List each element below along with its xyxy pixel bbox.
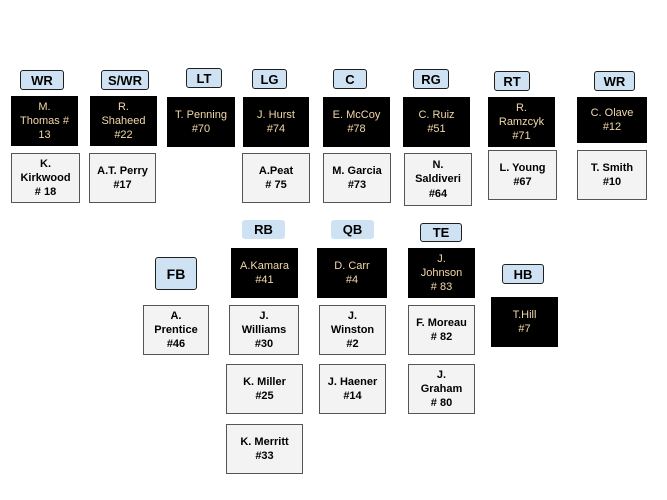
position-tag-slot-wr: S/WR <box>101 70 149 90</box>
position-tag-lg: LG <box>252 69 287 89</box>
player-label: K.Kirkwood# 18 <box>20 157 71 199</box>
position-tag-c: C <box>333 69 367 89</box>
position-tag-qb: QB <box>331 220 374 239</box>
starter-card-lt: T. Penning#70 <box>167 97 235 147</box>
backup-card-te-3: J.Graham# 80 <box>408 364 475 414</box>
position-tag-fb: FB <box>155 257 197 290</box>
backup-card-rg: N.Saldiveri#64 <box>404 153 472 206</box>
starter-card-qb: D. Carr#4 <box>317 248 387 298</box>
player-label: J.Johnson# 83 <box>420 252 463 294</box>
player-label: J.Williams#30 <box>241 309 287 351</box>
position-tag-lt: LT <box>186 68 222 88</box>
player-label: A.T. Perry#17 <box>97 164 148 191</box>
player-label: R.Shaheed#22 <box>101 100 146 142</box>
player-label: A.Prentice#46 <box>154 309 198 351</box>
player-label: A.Kamara#41 <box>240 259 289 286</box>
starter-card-wr-right: C. Olave#12 <box>577 97 647 143</box>
player-label: J.Winston#2 <box>330 309 375 351</box>
player-label: D. Carr#4 <box>334 259 370 286</box>
backup-card-slot-wr: A.T. Perry#17 <box>89 153 156 203</box>
starter-card-rg: C. Ruiz#51 <box>403 97 470 147</box>
backup-card-fb: A.Prentice#46 <box>143 305 209 355</box>
backup-card-te-2: F. Moreau# 82 <box>408 305 475 355</box>
player-label: L. Young#67 <box>499 161 546 188</box>
position-tag-rg: RG <box>413 69 449 89</box>
backup-card-rb-2: J.Williams#30 <box>229 305 299 355</box>
starter-card-hb: T.Hill#7 <box>491 297 558 347</box>
player-label: F. Moreau# 82 <box>416 316 467 343</box>
player-label: A.Peat# 75 <box>258 164 294 191</box>
player-label: J. Hurst#74 <box>257 108 295 135</box>
backup-card-rb-3: K. Miller#25 <box>226 364 303 414</box>
player-label: R.Ramzcyk#71 <box>498 101 545 143</box>
starter-card-slot-wr: R.Shaheed#22 <box>90 96 157 146</box>
position-tag-wr-right: WR <box>594 71 635 91</box>
player-label: T.Hill#7 <box>512 308 537 335</box>
backup-card-rt: L. Young#67 <box>488 150 557 200</box>
player-label: T. Penning#70 <box>175 108 227 135</box>
player-label: C. Ruiz#51 <box>418 108 455 135</box>
player-label: J. Haener#14 <box>327 375 378 402</box>
backup-card-rb-4: K. Merritt#33 <box>226 424 303 474</box>
player-label: C. Olave#12 <box>590 106 634 133</box>
backup-card-qb-3: J. Haener#14 <box>319 364 386 414</box>
position-tag-te: TE <box>420 223 462 242</box>
starter-card-rb: A.Kamara#41 <box>231 248 298 298</box>
position-tag-hb: HB <box>502 264 544 284</box>
position-tag-rb: RB <box>242 220 285 239</box>
position-tag-rt: RT <box>494 71 530 91</box>
player-label: K. Merritt#33 <box>240 435 289 462</box>
backup-card-wr-right: T. Smith#10 <box>577 150 647 200</box>
starter-card-te: J.Johnson# 83 <box>408 248 475 298</box>
player-label: M.Thomas #13 <box>20 100 69 142</box>
starter-card-wr-left: M.Thomas #13 <box>11 96 78 146</box>
backup-card-qb-2: J.Winston#2 <box>319 305 386 355</box>
player-label: T. Smith#10 <box>590 161 634 188</box>
position-tag-wr-left: WR <box>20 70 64 90</box>
player-label: K. Miller#25 <box>243 375 286 402</box>
player-label: J.Graham# 80 <box>420 368 463 410</box>
player-label: M. Garcia#73 <box>332 164 382 191</box>
starter-card-lg: J. Hurst#74 <box>243 97 309 147</box>
starter-card-rt: R.Ramzcyk#71 <box>488 97 555 147</box>
starter-card-c: E. McCoy#78 <box>323 97 390 147</box>
player-label: E. McCoy#78 <box>332 108 381 135</box>
backup-card-lg: A.Peat# 75 <box>242 153 310 203</box>
backup-card-c: M. Garcia#73 <box>323 153 391 203</box>
player-label: N.Saldiveri#64 <box>415 159 461 200</box>
backup-card-wr-left: K.Kirkwood# 18 <box>11 153 80 203</box>
